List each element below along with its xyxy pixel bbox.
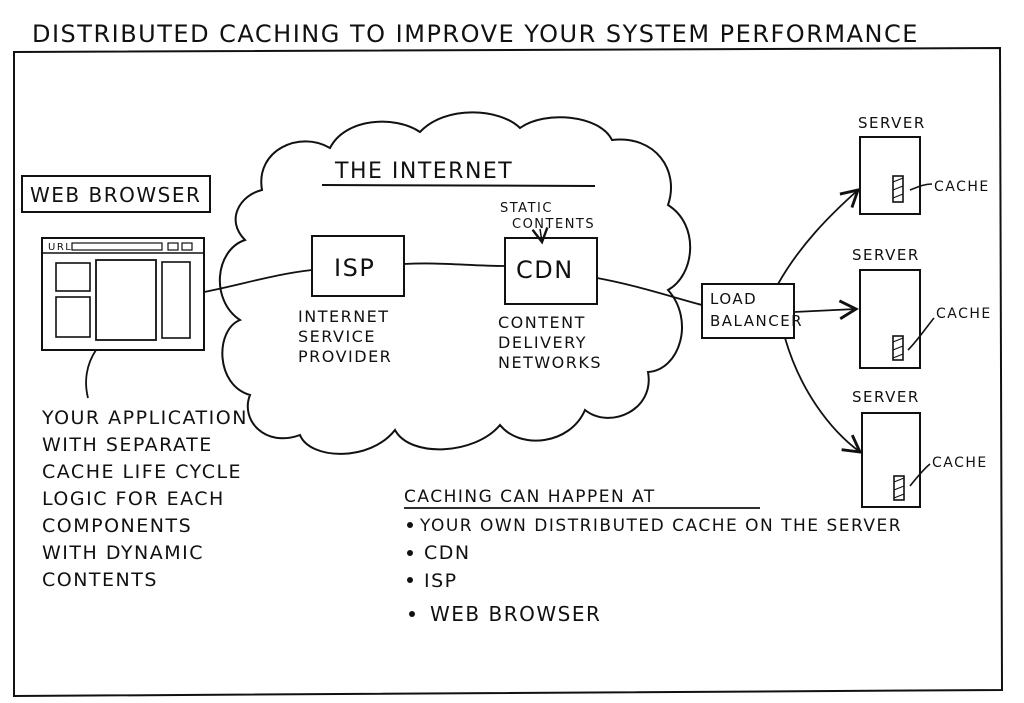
caption-line: WITH SEPARATE xyxy=(42,434,213,456)
server-box xyxy=(859,136,921,215)
browser-maximize-icon xyxy=(181,242,193,251)
static-contents-arrow xyxy=(531,227,549,245)
web-browser-label: WEB BROWSER xyxy=(30,183,201,207)
static-contents-note: CONTENTS xyxy=(512,217,595,232)
server-box xyxy=(859,269,921,369)
browser-url-label: URL xyxy=(48,242,72,253)
bullet-icon xyxy=(407,550,413,556)
load-balancer-label: BALANCER xyxy=(710,312,803,330)
browser-caption-pointer xyxy=(85,349,97,399)
browser-minimize-icon xyxy=(167,242,179,251)
internet-title: THE INTERNET xyxy=(334,159,513,184)
web-browser-label-box xyxy=(21,175,211,213)
server-label: SERVER xyxy=(852,388,920,406)
server-label: SERVER xyxy=(858,114,926,132)
isp-to-cdn-line xyxy=(403,262,506,267)
cdn-caption-line: DELIVERY xyxy=(498,333,587,352)
cache-label: CACHE xyxy=(934,179,990,195)
isp-label: ISP xyxy=(334,254,375,282)
server-label: SERVER xyxy=(852,246,920,264)
cache-label: CACHE xyxy=(932,455,988,471)
caption-line: WITH DYNAMIC xyxy=(42,542,204,564)
caption-line: COMPONENTS xyxy=(42,515,192,537)
server-2: SERVER CACHE xyxy=(852,246,992,369)
bullet-icon xyxy=(409,611,415,617)
diagram-title: DISTRIBUTED CACHING TO IMPROVE YOUR SYST… xyxy=(32,20,919,48)
isp-caption-line: INTERNET xyxy=(298,307,390,326)
caching-list: CACHING CAN HAPPEN AT YOUR OWN DISTRIBUT… xyxy=(404,487,902,626)
browser-window: URL xyxy=(41,237,205,351)
caption-line: YOUR APPLICATION xyxy=(41,407,248,429)
cdn-caption-line: NETWORKS xyxy=(498,353,602,372)
cache-icon xyxy=(892,335,904,361)
cdn-caption-line: CONTENT xyxy=(498,313,586,332)
cache-icon xyxy=(893,475,905,501)
isp-caption-line: PROVIDER xyxy=(298,347,392,366)
internet-cloud xyxy=(218,111,692,455)
application-caption: YOUR APPLICATION WITH SEPARATE CACHE LIF… xyxy=(41,407,248,591)
browser-url-bar xyxy=(71,242,163,251)
bullet-icon xyxy=(407,577,413,583)
load-balancer-label: LOAD xyxy=(710,290,757,308)
internet-title-underline xyxy=(321,184,596,187)
cdn-to-load-balancer-line xyxy=(596,277,703,306)
server-3: SERVER CACHE xyxy=(852,388,988,508)
arrow-to-server-1 xyxy=(777,188,861,285)
outer-frame xyxy=(13,46,1004,698)
cdn-box xyxy=(504,237,598,305)
cache-label: CACHE xyxy=(936,306,992,322)
browser-to-isp-line xyxy=(203,269,313,293)
load-balancer-box xyxy=(701,283,795,339)
caption-line: CACHE LIFE CYCLE xyxy=(42,461,242,483)
caching-list-item: ISP xyxy=(424,570,458,592)
caching-list-item: CDN xyxy=(424,542,471,564)
isp-box xyxy=(311,235,405,297)
caption-line: LOGIC FOR EACH xyxy=(42,488,225,510)
caching-list-heading: CACHING CAN HAPPEN AT xyxy=(404,487,656,507)
server-box xyxy=(861,412,921,508)
arrow-to-server-2 xyxy=(793,299,859,320)
static-contents-note: STATIC xyxy=(500,201,553,216)
caching-list-item: YOUR OWN DISTRIBUTED CACHE ON THE SERVER xyxy=(419,516,902,536)
isp-caption-line: SERVICE xyxy=(298,327,376,346)
caching-list-item: WEB BROWSER xyxy=(430,602,601,626)
caption-line: CONTENTS xyxy=(42,569,158,591)
arrow-to-server-3 xyxy=(784,337,863,454)
cdn-label: CDN xyxy=(516,256,574,284)
server-1: SERVER CACHE xyxy=(858,114,990,215)
bullet-icon xyxy=(407,522,413,528)
cache-icon xyxy=(892,175,904,203)
